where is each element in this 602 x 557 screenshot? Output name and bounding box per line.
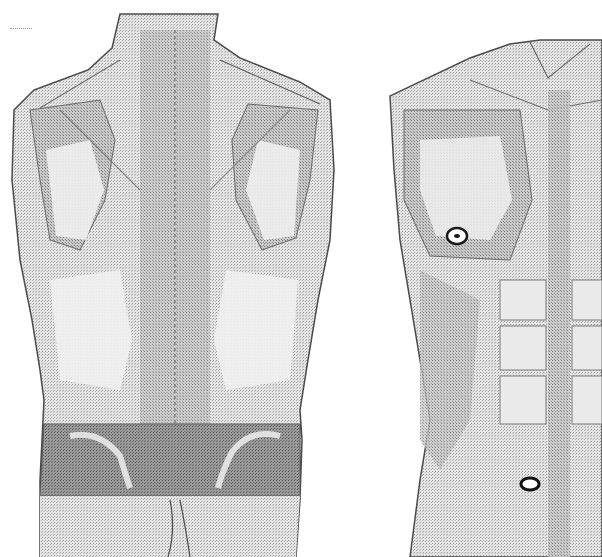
posterior-torso (12, 14, 334, 557)
anterior-torso (390, 40, 602, 557)
pectoral-highlight (420, 136, 512, 240)
corner-dash (10, 28, 32, 29)
right-lower-back-highlight (214, 270, 298, 390)
navel-marker (521, 478, 539, 490)
left-lower-back-highlight (50, 270, 132, 390)
